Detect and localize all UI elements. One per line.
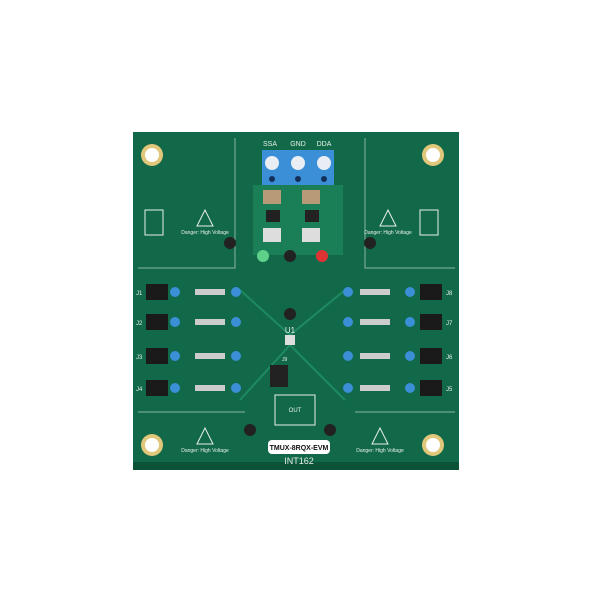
test-points <box>224 237 376 436</box>
connector-label: J3 <box>136 355 143 361</box>
terminal-block <box>262 150 334 185</box>
terminal-label-3: DDA <box>317 141 332 148</box>
potentiometer <box>405 383 415 393</box>
connector-label: J8 <box>446 291 453 297</box>
potentiometer <box>405 317 415 327</box>
components <box>360 385 390 391</box>
connector-label: J5 <box>446 387 453 393</box>
potentiometer <box>343 317 353 327</box>
potentiometer <box>170 383 180 393</box>
header-j7 <box>420 314 442 330</box>
part-label-sticker <box>268 440 330 454</box>
header-j8 <box>420 284 442 300</box>
header-j2 <box>146 314 168 330</box>
header-j3 <box>146 348 168 364</box>
components <box>360 289 390 295</box>
terminal-label-2: GND <box>290 141 306 148</box>
potentiometer <box>343 287 353 297</box>
components <box>195 319 225 325</box>
components <box>195 385 225 391</box>
j9-header <box>270 365 288 387</box>
board-bottom-edge <box>133 462 459 470</box>
chip-label: U1 <box>285 326 296 335</box>
connector-label: J7 <box>446 321 453 327</box>
potentiometer <box>231 317 241 327</box>
potentiometer <box>405 351 415 361</box>
part-number: INT162 <box>284 456 314 466</box>
warning-areas <box>144 208 439 445</box>
components <box>360 319 390 325</box>
chip-u1 <box>285 335 295 345</box>
header-j4 <box>146 380 168 396</box>
potentiometer <box>170 351 180 361</box>
components <box>360 353 390 359</box>
connector-label: J4 <box>136 387 143 393</box>
components <box>195 289 225 295</box>
connector-label: J1 <box>136 291 143 297</box>
part-label: TMUX-8RQX-EVM <box>270 445 329 452</box>
warning-text-1: Danger: High Voltage <box>181 230 229 236</box>
out-box <box>274 394 316 426</box>
header-j5 <box>420 380 442 396</box>
terminal-label-1: SSA <box>263 141 277 148</box>
potentiometer <box>170 287 180 297</box>
potentiometer <box>343 383 353 393</box>
warning-text-3: Danger: High Voltage <box>181 448 229 454</box>
j9-label: J9 <box>282 357 288 363</box>
potentiometer <box>343 351 353 361</box>
potentiometer <box>231 383 241 393</box>
warning-text-4: Danger: High Voltage <box>356 448 404 454</box>
potentiometer <box>231 287 241 297</box>
warning-text-2: Danger: High Voltage <box>364 230 412 236</box>
out-label: OUT <box>289 408 302 414</box>
header-j6 <box>420 348 442 364</box>
connector-label: J2 <box>136 321 143 327</box>
potentiometer <box>405 287 415 297</box>
potentiometer <box>231 351 241 361</box>
potentiometer <box>170 317 180 327</box>
mounting-holes <box>141 144 444 456</box>
components <box>195 353 225 359</box>
connector-label: J6 <box>446 355 453 361</box>
header-j1 <box>146 284 168 300</box>
